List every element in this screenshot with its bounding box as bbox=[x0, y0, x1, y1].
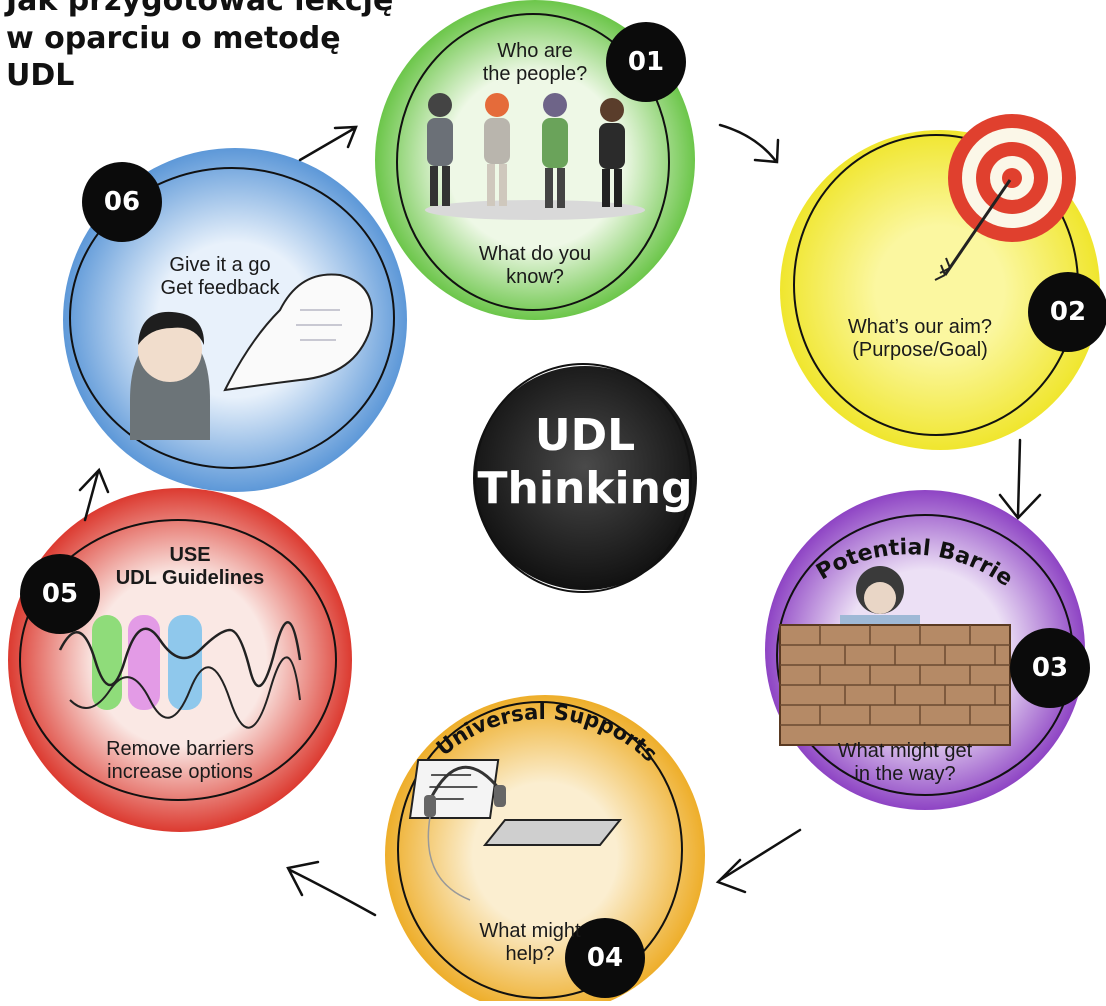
step-05-number-badge: 05 bbox=[20, 554, 100, 634]
step-06-line-1: Give it a go bbox=[169, 254, 271, 276]
step-01-bottom-line-2: know? bbox=[506, 266, 564, 288]
page-title: Jak przygotować lekcję w oparciu o metod… bbox=[6, 0, 406, 95]
step-02-text: What’s our aim? (Purpose/Goal) bbox=[820, 316, 1020, 362]
child-speaking-illustration bbox=[130, 273, 373, 440]
step-03-number-badge: 03 bbox=[1010, 628, 1090, 708]
step-04-number-badge: 04 bbox=[565, 918, 645, 998]
arrow-05-to-06 bbox=[78, 467, 110, 522]
step-02-number-badge: 02 bbox=[1028, 272, 1106, 352]
arrow-01-to-02 bbox=[718, 123, 780, 164]
step-02-line-2: (Purpose/Goal) bbox=[852, 339, 988, 361]
center-label-line-2: Thinking bbox=[477, 462, 693, 514]
step-05-text: Remove barriers increase options bbox=[75, 738, 285, 784]
step-06-number-badge: 06 bbox=[82, 162, 162, 242]
step-01-top-line-1: Who are bbox=[497, 40, 573, 62]
arrow-04-to-05 bbox=[286, 860, 377, 917]
step-01-bottom-line-1: What do you bbox=[478, 243, 592, 265]
step-02-line-1: What’s our aim? bbox=[847, 316, 993, 338]
target-illustration bbox=[934, 114, 1076, 281]
sound-wave-illustration bbox=[58, 615, 302, 729]
step-03-line-1: What might get bbox=[837, 740, 973, 762]
step-04-line-2: help? bbox=[505, 943, 555, 965]
arrow-06-to-01 bbox=[298, 125, 358, 162]
step-03-line-2: in the way? bbox=[854, 763, 956, 785]
step-06-line-2: Get feedback bbox=[160, 277, 280, 299]
cycle-arrows bbox=[78, 123, 1042, 917]
arrow-03-to-04 bbox=[715, 828, 802, 894]
step-01-top-text: Who are the people? bbox=[445, 40, 625, 86]
people-illustration bbox=[425, 93, 645, 220]
center-label: UDL Thinking bbox=[470, 410, 700, 516]
step-05-heading-line-1: USE bbox=[169, 544, 211, 566]
step-04-line-1: What might bbox=[479, 920, 581, 942]
page-title-line-1: Jak przygotować lekcję bbox=[6, 0, 394, 18]
step-04-text: What might help? bbox=[445, 920, 615, 966]
page-title-line-3: UDL bbox=[6, 58, 75, 93]
step-01-number-badge: 01 bbox=[606, 22, 686, 102]
step-01-bottom-text: What do you know? bbox=[445, 243, 625, 289]
step-03-text: What might get in the way? bbox=[810, 740, 1000, 786]
step-06-circle bbox=[63, 148, 407, 492]
page-title-line-2: w oparciu o metodę bbox=[6, 20, 341, 56]
step-06-text: Give it a go Get feedback bbox=[120, 254, 320, 300]
step-05-heading: USE UDL Guidelines bbox=[90, 544, 290, 590]
step-05-line-1: Remove barriers bbox=[106, 738, 254, 760]
center-label-line-1: UDL bbox=[534, 410, 636, 461]
step-05-heading-line-2: UDL Guidelines bbox=[115, 567, 265, 589]
center-circle bbox=[473, 363, 697, 593]
step-05-line-2: increase options bbox=[107, 761, 253, 783]
step-01-top-line-2: the people? bbox=[482, 63, 588, 85]
arrow-02-to-03 bbox=[998, 438, 1042, 520]
wall-illustration bbox=[779, 566, 1011, 746]
laptop-headphones-illustration bbox=[408, 759, 623, 901]
